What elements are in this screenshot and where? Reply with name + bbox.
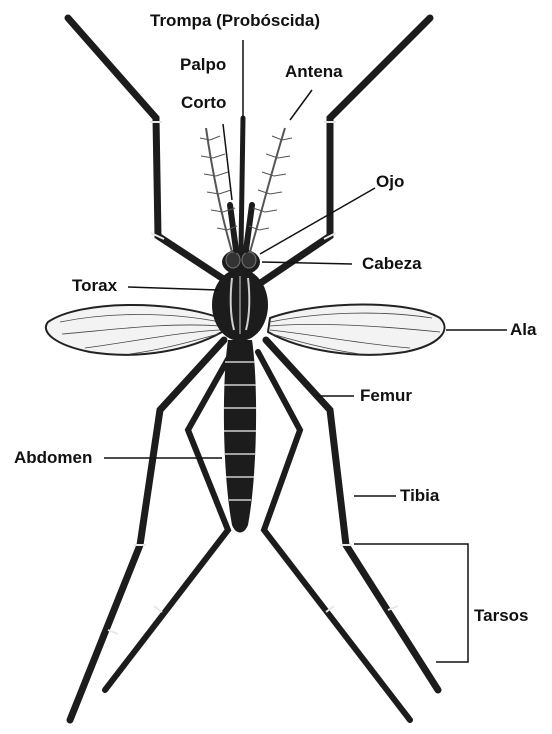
middle-left-leg bbox=[70, 340, 224, 720]
abdomen-shape bbox=[224, 340, 256, 533]
label-palp-line2: Corto bbox=[181, 93, 226, 113]
label-head: Cabeza bbox=[362, 254, 422, 274]
thorax-shape bbox=[212, 269, 268, 341]
proboscis-shape bbox=[241, 118, 243, 250]
label-palp-line1: Palpo bbox=[180, 55, 226, 75]
label-abdomen: Abdomen bbox=[14, 448, 92, 468]
left-wing bbox=[46, 305, 222, 355]
label-tarsi: Tarsos bbox=[474, 606, 529, 626]
label-antenna: Antena bbox=[285, 62, 343, 82]
label-proboscis: Trompa (Probóscida) bbox=[150, 11, 320, 31]
leader-thorax bbox=[128, 287, 218, 290]
hind-right-leg bbox=[258, 352, 410, 720]
middle-right-leg bbox=[266, 340, 438, 690]
front-right-leg bbox=[262, 18, 430, 282]
label-tibia: Tibia bbox=[400, 486, 439, 506]
label-wing: Ala bbox=[510, 320, 536, 340]
right-palp-shape bbox=[246, 205, 252, 250]
head-shape bbox=[222, 249, 260, 275]
label-eye: Ojo bbox=[376, 172, 404, 192]
label-femur: Femur bbox=[360, 386, 412, 406]
leader-antenna bbox=[290, 90, 312, 120]
leader-head bbox=[262, 262, 352, 264]
label-thorax: Torax bbox=[72, 276, 117, 296]
leader-palp bbox=[223, 124, 232, 200]
